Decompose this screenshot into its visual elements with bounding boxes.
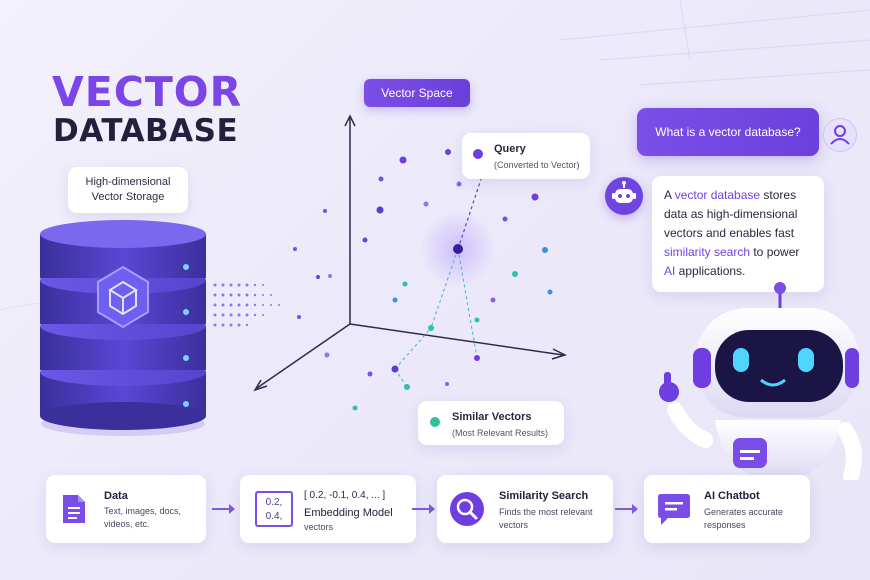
- answer-text-3: to power: [750, 245, 800, 259]
- user-avatar: [823, 118, 857, 152]
- search-icon: [450, 492, 484, 526]
- data-step-subtitle: Text, images, docs, videos, etc.: [104, 506, 182, 529]
- query-link: [457, 166, 486, 250]
- similar-links: [394, 248, 478, 388]
- user-icon: [830, 125, 850, 145]
- document-icon: [63, 495, 85, 523]
- similarity-step-title: Similarity Search: [499, 490, 589, 502]
- matrix-icon: 0.2, 0.4,: [255, 491, 293, 527]
- pipeline-step-data: Data Text, images, docs, videos, etc.: [46, 475, 206, 543]
- data-stream: [213, 283, 280, 327]
- embedding-step-title: Embedding Model: [304, 507, 393, 519]
- robot-mascot: [659, 282, 862, 480]
- answer-text-2: stores data as high-dimensional vectors …: [664, 188, 798, 240]
- bot-avatar: [605, 177, 643, 215]
- chat-icon: [658, 494, 690, 525]
- pipeline-step-similarity: Similarity Search Finds the most relevan…: [437, 475, 613, 543]
- pipeline-arrow-2: [412, 504, 435, 514]
- database-cylinder-icon: [40, 220, 206, 436]
- pipeline-step-chatbot: AI Chatbot Generates accurate responses: [644, 475, 810, 543]
- query-point: [453, 244, 463, 254]
- data-step-title: Data: [104, 490, 128, 502]
- answer-text-4: applications.: [675, 264, 746, 278]
- pipeline-arrow-1: [212, 504, 235, 514]
- storage-label-line2: Vector Storage: [91, 191, 165, 203]
- answer-highlight-ai: AI: [664, 264, 676, 278]
- storage-label-line1: High-dimensional: [85, 176, 171, 188]
- robot-icon: [612, 181, 636, 203]
- answer-text-1: A: [664, 188, 675, 202]
- similar-annotation: Similar Vectors (Most Relevant Results): [418, 401, 564, 445]
- similar-subtitle: (Most Relevant Results): [452, 428, 549, 438]
- user-question-bubble: What is a vector database?: [637, 108, 819, 156]
- pipeline-arrow-3: [615, 504, 638, 514]
- vector-space-plot: [253, 114, 568, 411]
- chatbot-step-title: AI Chatbot: [704, 490, 760, 502]
- title-database: DATABASE: [53, 113, 239, 149]
- similarity-step-subtitle: Finds the most relevant vectors: [499, 507, 593, 530]
- storage-label-card: High-dimensional Vector Storage: [68, 167, 188, 213]
- similar-title: Similar Vectors: [452, 411, 532, 423]
- query-title: Query: [494, 143, 526, 155]
- embedding-vector-text: [ 0.2, -0.1, 0.4, ... ]: [304, 490, 386, 501]
- query-marker: [473, 149, 483, 159]
- query-annotation: Query (Converted to Vector): [462, 133, 590, 179]
- query-subtitle: (Converted to Vector): [494, 160, 580, 170]
- answer-highlight-vector-database: vector database: [674, 188, 761, 202]
- embedding-step-subtitle: vectors: [304, 522, 334, 532]
- matrix-bottom: 0.4,: [265, 511, 283, 522]
- axis-lines: [253, 114, 568, 392]
- vector-points: [293, 149, 553, 411]
- title-vector: VECTOR: [52, 68, 243, 116]
- similar-marker: [430, 417, 440, 427]
- bot-answer-bubble: A vector database stores data as high-di…: [652, 176, 824, 292]
- chatbot-step-subtitle: Generates accurate responses: [704, 507, 784, 530]
- answer-highlight-similarity-search: similarity search: [664, 245, 751, 259]
- pipeline-step-embedding: 0.2, 0.4, [ 0.2, -0.1, 0.4, ... ] Embedd…: [240, 475, 416, 543]
- matrix-top: 0.2,: [265, 497, 283, 508]
- vector-space-badge: Vector Space: [364, 79, 470, 107]
